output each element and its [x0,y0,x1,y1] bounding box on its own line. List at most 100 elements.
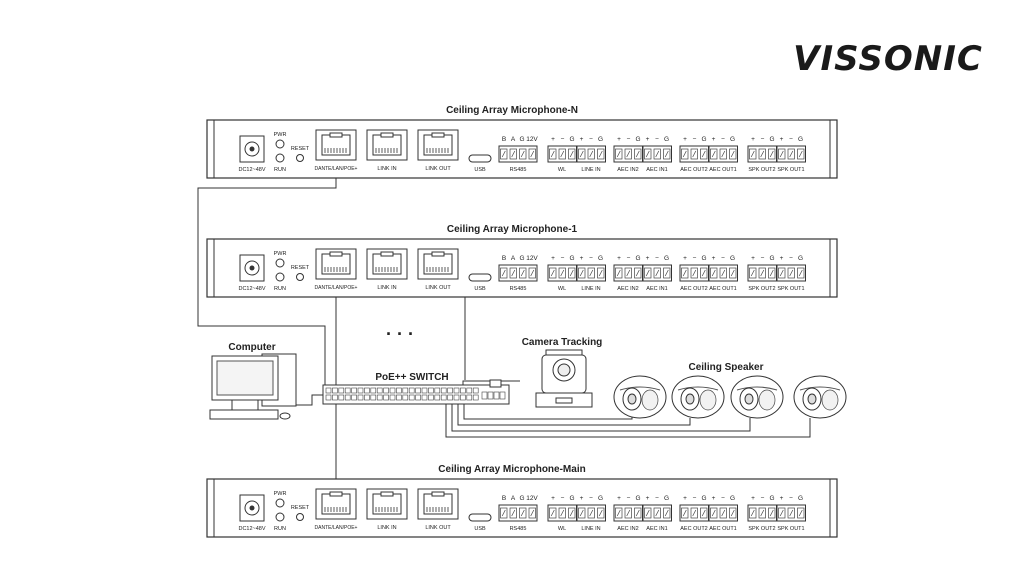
switch-port-icon [460,394,466,401]
audio-pin-label: + [580,255,584,262]
switch-port-icon [364,394,370,401]
usb-port-icon [468,154,492,163]
audio-pin-label: G [569,255,574,262]
audio-pin-label: − [693,136,697,143]
reset-button-icon [296,154,304,162]
switch-port-icon [344,387,351,394]
link-in-port-icon [366,488,408,520]
audio-terminal [613,504,643,522]
audio-pin-label: − [589,255,593,262]
usb-label: USB [474,286,486,292]
audio-pin-label: + [580,136,584,143]
link-out-label: LINK OUT [425,166,451,172]
audio-terminal [642,264,672,282]
switch-port-icon [344,394,351,401]
switch-port-icon [370,387,377,394]
run-label: RUN [274,286,286,292]
terminal-label: SPK OUT2 [748,286,775,292]
terminal-label: AEC IN2 [617,167,638,173]
dante-port-icon [315,248,357,280]
terminal-label: AEC IN1 [646,526,667,532]
ceiling-speaker-group [613,375,847,419]
switch-port-icon [389,394,396,401]
audio-pin-label: + [551,495,555,502]
audio-pin-label: − [693,255,697,262]
audio-pin-label: + [751,255,755,262]
speaker-label: Ceiling Speaker [688,362,763,373]
audio-pin-label: + [646,136,650,143]
switch-port-icon [396,387,402,394]
audio-terminal [708,264,738,282]
link-out-label: LINK OUT [425,525,451,531]
switch-port-icon [466,394,473,401]
camera-label: Camera Tracking [522,337,603,348]
switch-port-icon [332,387,338,394]
audio-terminal [679,504,709,522]
audio-terminal [776,264,806,282]
audio-pin-label: + [551,255,555,262]
switch-port-icon [351,387,357,394]
audio-pin-label: G [769,255,774,262]
audio-pin-label: G [701,136,706,143]
rs485-terminal [498,504,538,522]
audio-pin-label: + [712,255,716,262]
rs485-pin-label: G [519,495,524,502]
audio-pin-label: G [798,255,803,262]
rs485-label: RS485 [510,167,527,173]
switch-port-icon [357,394,364,401]
audio-terminal [576,264,606,282]
pwr-label: PWR [274,251,287,257]
audio-terminal [576,145,606,163]
audio-pin-label: + [617,495,621,502]
switch-sfp-icon [493,391,500,400]
audio-pin-label: G [635,136,640,143]
audio-pin-label: + [683,495,687,502]
audio-pin-label: G [598,255,603,262]
terminal-label: LINE IN [581,526,600,532]
terminal-label: LINE IN [581,286,600,292]
switch-port-icon [383,394,389,401]
switch-port-icon [447,387,453,394]
audio-pin-label: − [627,255,631,262]
reset-label: RESET [291,265,310,271]
switch-port-icon [383,387,389,394]
terminal-label: SPK OUT2 [748,526,775,532]
audio-pin-label: − [655,136,659,143]
reset-label: RESET [291,146,310,152]
computer-keyboard-icon [209,409,279,420]
ceiling-array-microphone-1: Ceiling Array Microphone-1DC12~48VPWRRUN… [206,224,838,298]
vissonic-logo: VISSONIC [793,39,983,79]
dante-port-label: DANTE/LAN/POE+ [315,166,358,172]
switch-port-icon [466,387,473,394]
terminal-label: SPK OUT1 [777,526,804,532]
audio-pin-label: − [761,255,765,262]
switch-port-icon [376,394,383,401]
audio-pin-label: G [701,495,706,502]
audio-pin-label: G [769,136,774,143]
switch-port-icon [440,387,447,394]
usb-port-icon [468,273,492,282]
switch-port-icon [415,394,421,401]
audio-pin-label: − [655,255,659,262]
switch-port-icon [434,387,441,394]
switch-port-icon [453,394,460,401]
switch-port-icon [364,387,370,394]
pwr-led-icon [275,139,285,149]
terminal-label: SPK OUT1 [777,167,804,173]
usb-port-icon [468,513,492,522]
audio-pin-label: G [635,255,640,262]
audio-pin-label: G [730,495,735,502]
switch-port-icon [325,394,332,401]
audio-pin-label: − [721,495,725,502]
audio-terminal [776,504,806,522]
link-out-port-icon [417,129,459,161]
audio-pin-label: + [751,136,755,143]
rs485-pin-label: A [511,255,516,262]
audio-pin-label: − [761,495,765,502]
ceiling-speaker-icon [730,375,784,419]
terminal-label: WL [558,167,566,173]
power-label: DC12~48V [238,526,265,532]
audio-pin-label: G [664,495,669,502]
switch-sfp-icon [487,391,494,400]
rs485-pin-label: G [519,136,524,143]
